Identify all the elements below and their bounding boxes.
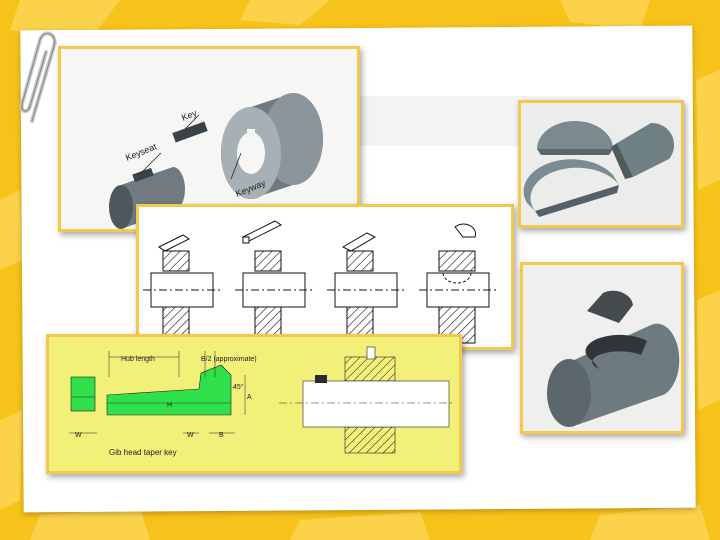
w-left-label: W: [75, 432, 82, 439]
gib-head-taper-key-diagram: Hub length B/2 (approximate) 45° A H W W…: [46, 334, 462, 474]
shaft-key-hub-diagram: Keyseat Key Keyway: [58, 46, 360, 232]
a-label: A: [247, 394, 252, 401]
key-types-diagram: [136, 204, 514, 350]
gib-caption: Gib head taper key: [109, 448, 177, 457]
h-label: H: [167, 402, 172, 409]
b-label: B: [219, 432, 224, 439]
paperclip-icon: [14, 26, 64, 131]
hub-length-label: Hub length: [121, 356, 155, 363]
angle-label: 45°: [233, 383, 244, 391]
w-right-label: W: [187, 432, 194, 439]
woodruff-shaft-photo: [520, 262, 684, 434]
woodruff-keys-photo: [518, 100, 684, 228]
b-half-label: B/2 (approximate): [201, 356, 257, 363]
